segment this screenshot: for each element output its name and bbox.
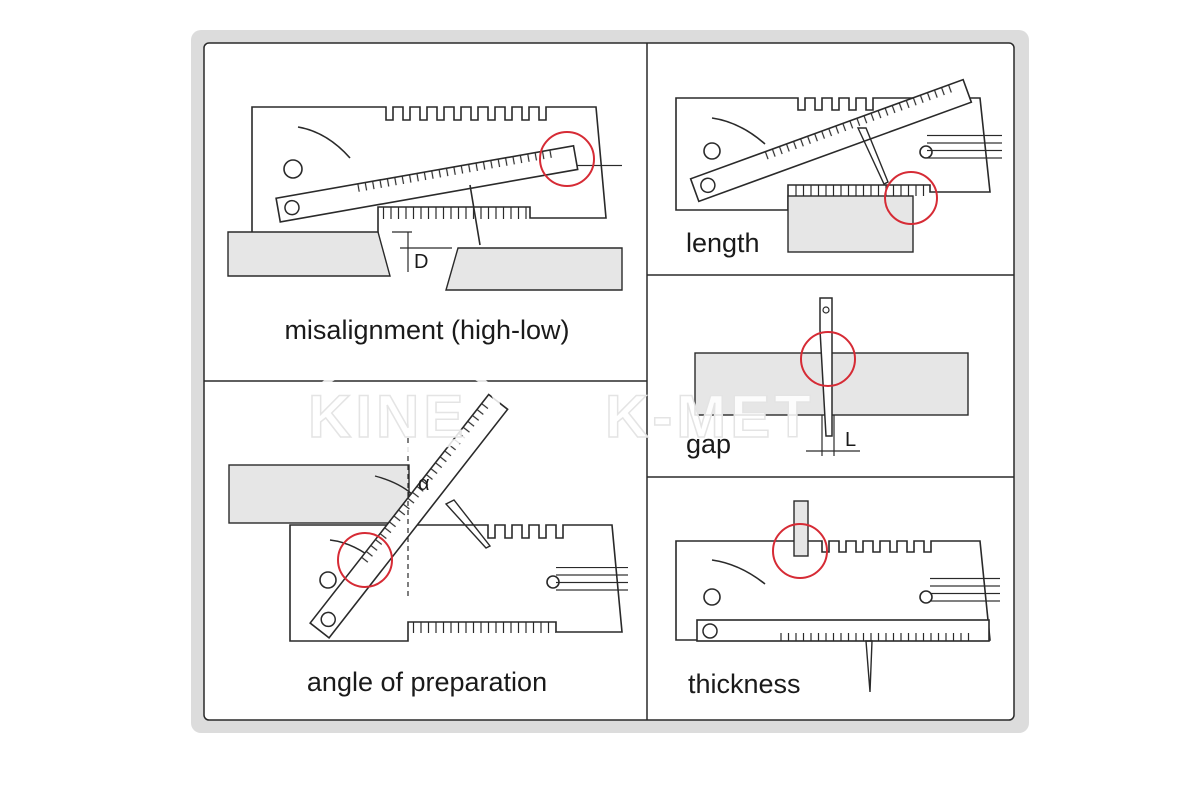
panel-label-gap: gap	[686, 429, 731, 459]
dimension-d-symbol: D	[414, 251, 428, 273]
panel-label-angle: angle of preparation	[307, 667, 547, 697]
watermark: KINE K-MET	[307, 358, 815, 452]
watermark-text-left: KINE	[308, 383, 467, 450]
workpiece-plate	[228, 464, 410, 524]
panel-gap: L gap	[686, 297, 969, 459]
panel-thickness: thickness	[675, 500, 1000, 699]
angle-arc	[374, 475, 413, 495]
plate-left	[227, 231, 391, 277]
panel-label-length: length	[686, 228, 760, 258]
gauge-tick-scale	[380, 207, 528, 219]
panel-misalignment: D misalignment (high-low)	[227, 106, 623, 345]
pointer-needle	[469, 184, 481, 246]
pointer-needle	[444, 499, 492, 549]
watermark-text-right: K-MET	[605, 383, 815, 450]
highlight-circle	[800, 331, 856, 387]
dimension-l-symbol: L	[845, 429, 856, 451]
watermark-arrows-icon	[497, 389, 590, 437]
panel-label-misalignment: misalignment (high-low)	[284, 315, 569, 345]
gauge-edge-scale	[927, 133, 1002, 161]
gauge-body	[675, 540, 991, 641]
dimension-d-lines	[392, 231, 452, 272]
gauge-edge-scale	[930, 576, 1000, 604]
angle-alpha-symbol: α	[418, 473, 430, 495]
gauge-tick-scale	[410, 622, 556, 633]
thickness-plate	[793, 500, 809, 557]
pointer-needle	[865, 640, 873, 693]
pivot-arm	[689, 78, 973, 203]
panel-label-thickness: thickness	[688, 669, 801, 699]
highlight-circle	[884, 171, 938, 225]
workpiece-plate	[787, 195, 914, 253]
pivot-arm	[275, 144, 579, 223]
panel-dividers	[204, 43, 1014, 720]
gauge-tick-scale	[790, 185, 930, 196]
pointer-needle	[856, 127, 889, 185]
watermark-ring	[310, 358, 500, 452]
panel-length: length	[675, 78, 1002, 258]
gauge-edge-scale	[556, 567, 628, 595]
plate-right	[445, 247, 623, 291]
highlight-circle	[539, 131, 595, 187]
highlight-circle	[772, 523, 828, 579]
dimension-l-lines	[806, 415, 860, 456]
pivot-arm	[696, 619, 990, 642]
highlight-circle	[337, 532, 393, 588]
probe-hole	[822, 306, 830, 314]
